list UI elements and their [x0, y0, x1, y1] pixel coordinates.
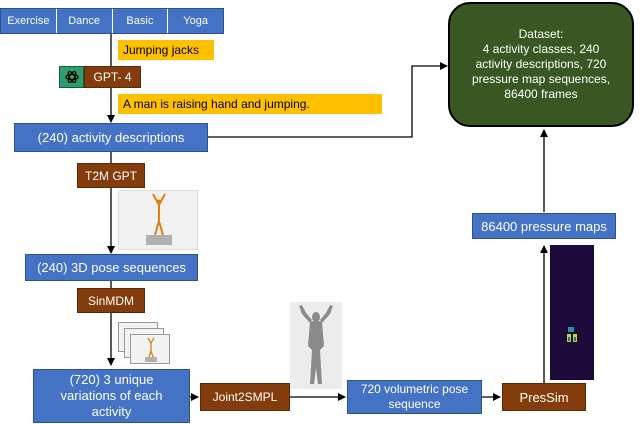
activity-name-label: Jumping jacks — [118, 40, 214, 60]
class-basic: Basic — [113, 9, 169, 33]
activity-descriptions-box: (240) activity descriptions — [14, 123, 208, 152]
t2m-gpt-box: T2M GPT — [77, 163, 145, 188]
class-exercise: Exercise — [1, 9, 57, 33]
smpl-body-image — [290, 302, 342, 389]
pose-sequences-box: (240) 3D pose sequences — [25, 254, 198, 281]
dataset-title: Dataset: — [518, 27, 564, 41]
dataset-line-3: pressure map sequences, — [471, 72, 611, 86]
pressure-heatmap-image — [550, 245, 594, 380]
class-dance: Dance — [57, 9, 113, 33]
variation-image-3 — [130, 334, 170, 364]
activity-classes-bar: Exercise Dance Basic Yoga — [0, 8, 224, 34]
dataset-line-2: activity descriptions, 720 — [475, 57, 607, 71]
dataset-box: Dataset: 4 activity classes, 240 activit… — [448, 2, 634, 127]
openai-logo-icon — [59, 66, 84, 88]
class-yoga: Yoga — [183, 15, 208, 27]
dataset-line-4: 86400 frames — [504, 87, 578, 101]
description-example-label: A man is raising hand and jumping. — [118, 94, 382, 114]
pressim-box: PresSim — [502, 383, 586, 411]
joint2smpl-box: Joint2SMPL — [200, 383, 290, 411]
dataset-line-1: 4 activity classes, 240 — [482, 42, 600, 56]
arrow-descriptions-to-dataset — [208, 65, 446, 138]
sinmdm-box: SinMDM — [77, 288, 145, 313]
unique-variations-box: (720) 3 unique variations of each activi… — [33, 369, 190, 423]
volumetric-pose-box: 720 volumetric pose sequence — [347, 380, 482, 414]
gpt4-box: GPT- 4 — [84, 66, 141, 88]
skeleton-pose-image — [118, 190, 198, 250]
pressure-maps-box: 86400 pressure maps — [472, 213, 616, 239]
